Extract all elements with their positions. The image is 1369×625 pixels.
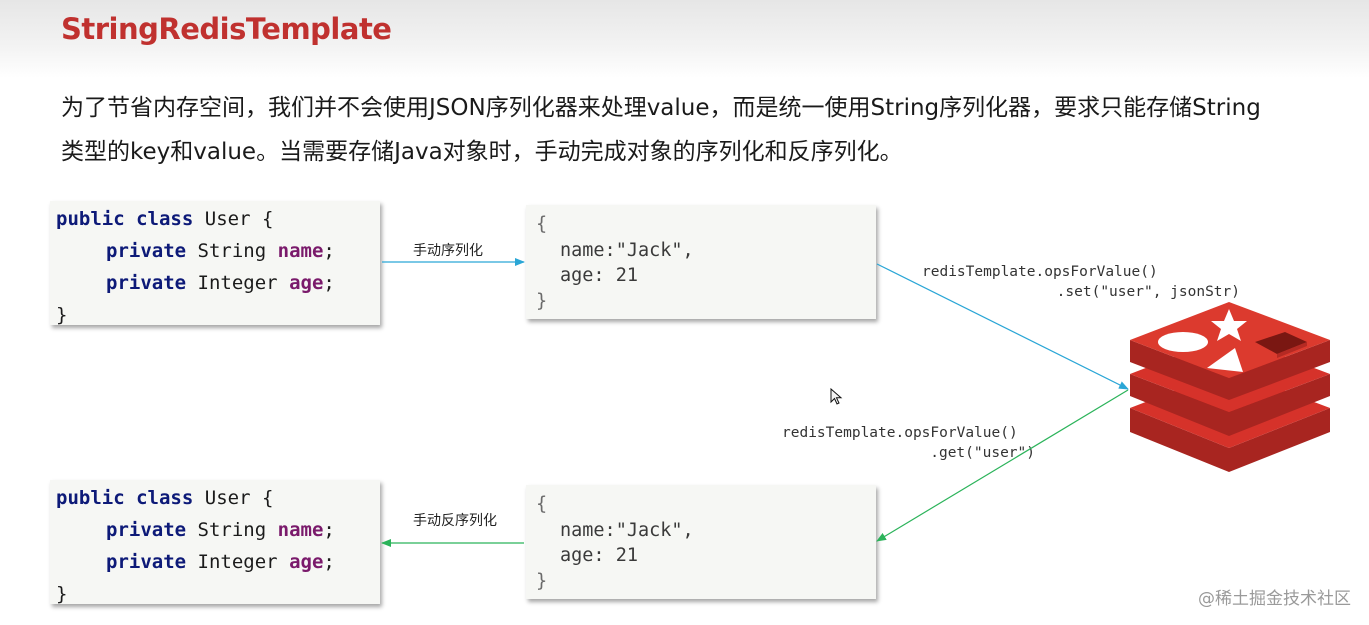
deserialize-label: 手动反序列化 <box>413 513 497 529</box>
user-class-code-bottom: public class User {private String name;p… <box>50 480 380 605</box>
set-command: redisTemplate.opsForValue().set("user", … <box>922 264 1240 300</box>
serialize-label: 手动序列化 <box>413 243 483 259</box>
header-band <box>0 0 1369 78</box>
description-line-1: 为了节省内存空间，我们并不会使用JSON序列化器来处理value，而是统一使用S… <box>61 95 1261 121</box>
mouse-cursor-icon <box>830 388 843 405</box>
description: 为了节省内存空间，我们并不会使用JSON序列化器来处理value，而是统一使用S… <box>61 86 1321 174</box>
get-arrow <box>876 389 1129 542</box>
user-class-code-top: public class User {private String name;p… <box>50 201 380 326</box>
watermark: @稀土掘金技术社区 <box>1198 589 1351 609</box>
description-line-2: 类型的key和value。当需要存储Java对象时，手动完成对象的序列化和反序列… <box>61 139 903 165</box>
json-code-bottom: {name:"Jack",age: 21} <box>526 485 876 599</box>
redis-logo <box>1130 302 1330 472</box>
page-title: StringRedisTemplate <box>61 12 392 46</box>
get-command: redisTemplate.opsForValue().get("user") <box>782 425 1035 461</box>
json-code-top: {name:"Jack",age: 21} <box>526 205 876 319</box>
set-arrow <box>876 263 1129 390</box>
